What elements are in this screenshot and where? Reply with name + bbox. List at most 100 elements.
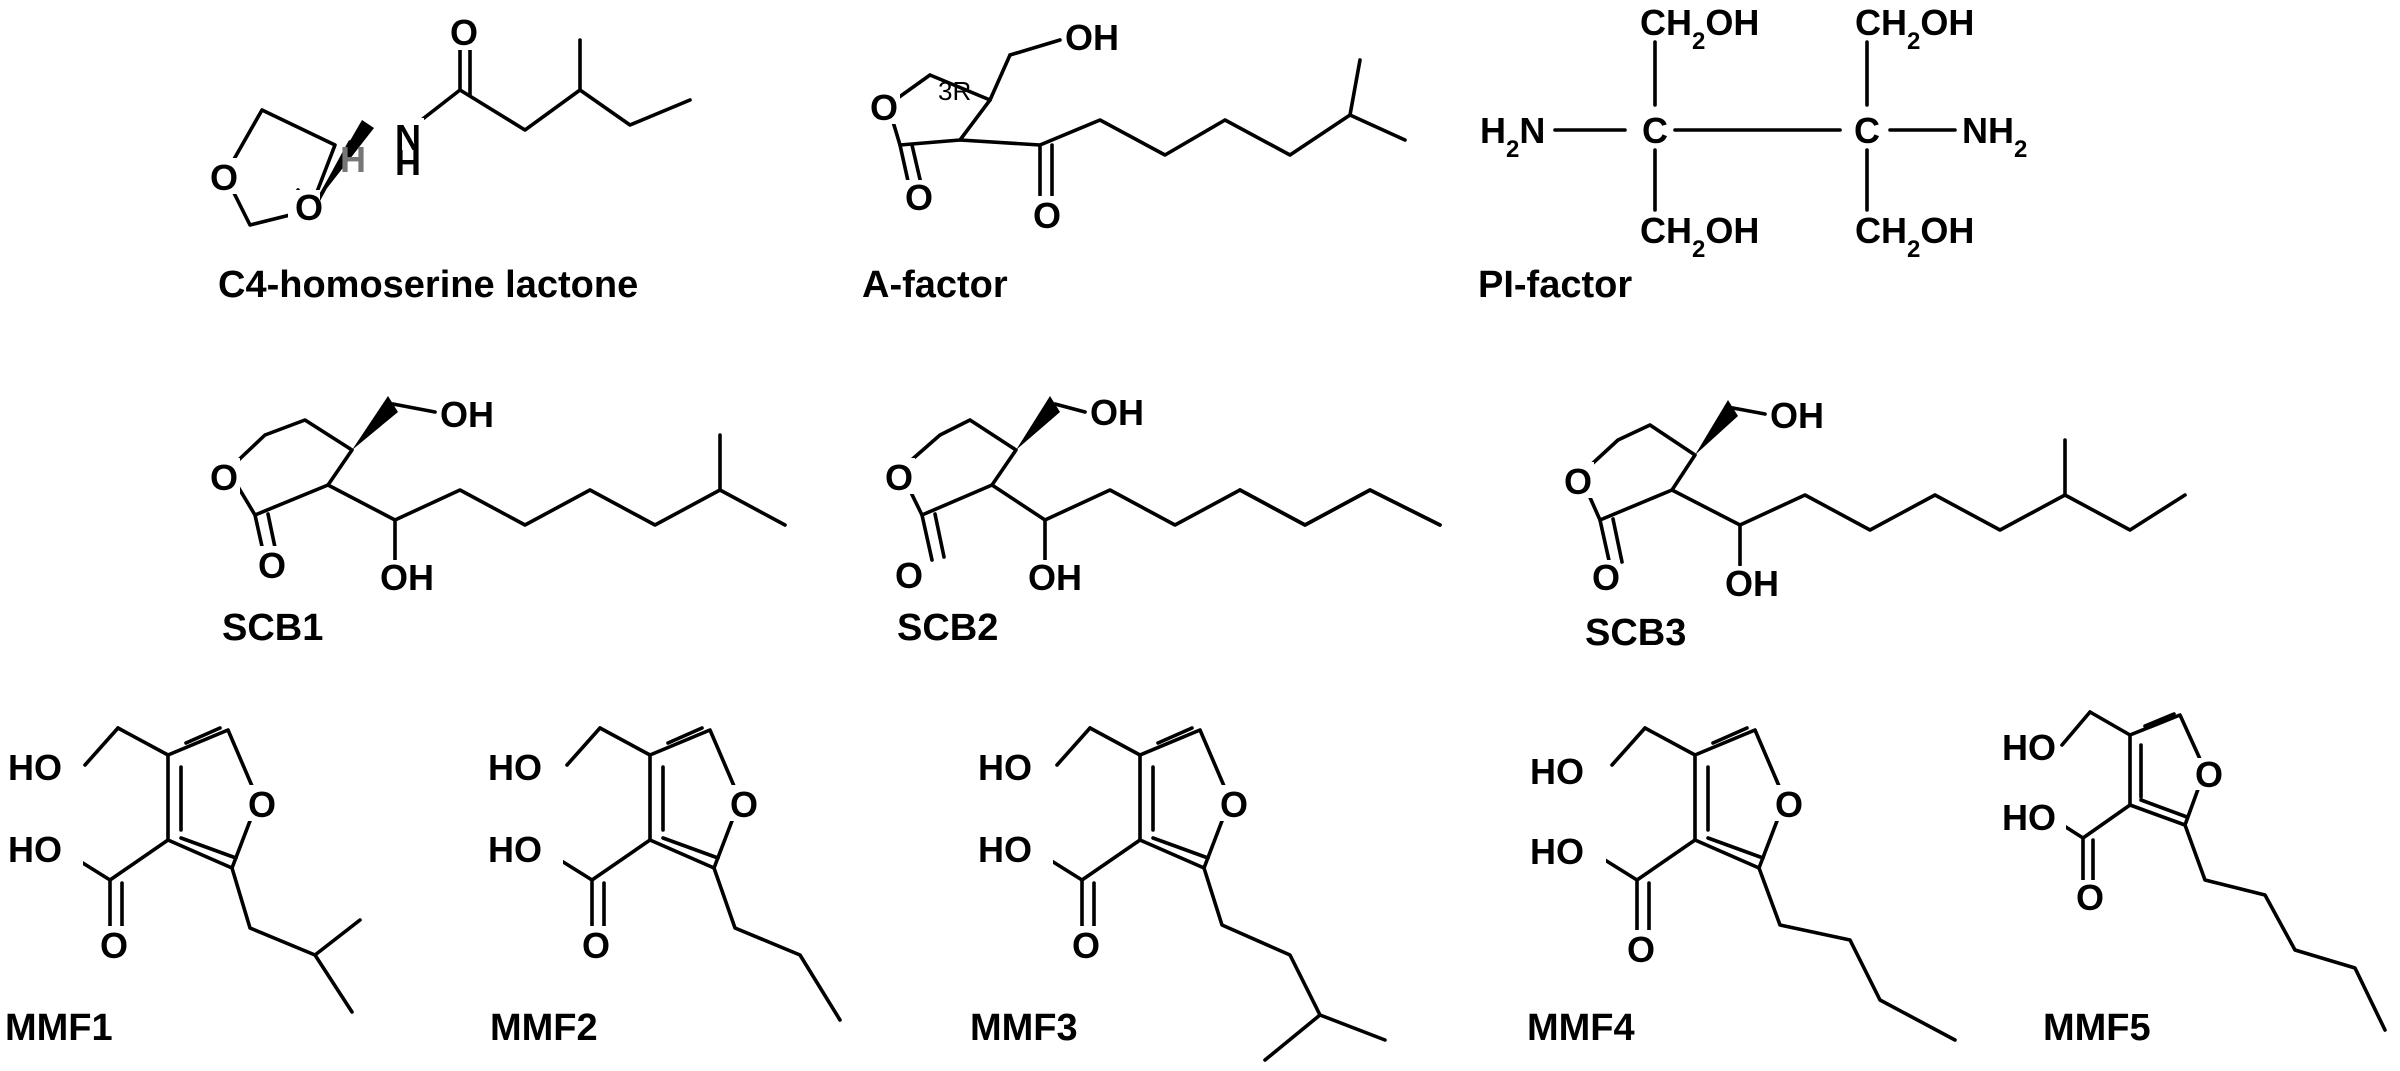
carboxyl-oh-label: HO xyxy=(2002,797,2056,838)
ch2oh-bond xyxy=(116,726,170,757)
molecule-mmf1: O HO HO O MMF1 xyxy=(5,726,362,1049)
ch2oh-bottom-right: CH2OH xyxy=(1855,210,1974,263)
hydroxyl-label: OH xyxy=(1028,557,1082,598)
caption-mmf3: MMF3 xyxy=(970,1007,1078,1049)
molecule-mmf3: O HO HO O MMF3 xyxy=(970,726,1387,1062)
caption-mmf4: MMF4 xyxy=(1527,1007,1635,1049)
ch2-o-bond xyxy=(1008,38,1062,57)
stereo-wedge xyxy=(352,396,398,450)
ring-double-bond-3 xyxy=(2139,798,2189,819)
butyl-chain xyxy=(1757,866,1957,1042)
ring-double-bond-2 xyxy=(1711,726,1749,745)
ch2oh-bottom-left: CH2OH xyxy=(1640,210,1759,263)
furan-oxygen-label: O xyxy=(730,784,758,825)
carboxyl-c-bond xyxy=(1080,838,1142,882)
furan-oxygen-label: O xyxy=(1775,784,1803,825)
hydroxymethyl-label: OH xyxy=(440,394,494,435)
carboxyl-c-bond xyxy=(108,838,170,882)
molecule-scb3: O O OH OH SCB3 xyxy=(1562,395,2187,654)
ch2oh-bond xyxy=(598,726,652,757)
caption-c4-hsl: C4-homoserine lactone xyxy=(218,264,638,306)
molecule-c4-hsl: O O H N H O C4-homoserine lactone xyxy=(208,12,692,306)
carboxyl-oh-label: HO xyxy=(1530,831,1584,872)
isobutyl-chain xyxy=(230,866,362,957)
right-amine-label: NH2 xyxy=(1962,110,2027,163)
ring-double-bond-3 xyxy=(179,836,238,860)
carbonyl-oxygen-label: O xyxy=(258,545,286,586)
carboxyl-oxygen-label: O xyxy=(2076,877,2104,918)
carboxyl-c-bond xyxy=(1635,838,1697,882)
carboxyl-oh-bond xyxy=(1048,858,1084,882)
ring-oxygen-label: O xyxy=(210,157,238,198)
right-carbon-label: C xyxy=(1854,110,1880,151)
ring-oxygen-label: O xyxy=(1564,461,1592,502)
left-carbon-label: C xyxy=(1642,110,1668,151)
furan-ring xyxy=(648,728,742,870)
ring-double-bond-2 xyxy=(1156,726,1194,745)
carbonyl-bond-2 xyxy=(1611,517,1624,564)
isopentyl-chain xyxy=(1202,866,1387,1042)
side-chain xyxy=(326,483,787,527)
molecule-scb2: O O OH OH SCB2 xyxy=(883,392,1442,649)
hydroxyl-label: OH xyxy=(1065,17,1119,58)
carboxyl-oh-bond xyxy=(1603,858,1639,882)
furan-ring xyxy=(1693,728,1787,870)
stereo-3r-label: 3R xyxy=(938,76,971,106)
caption-mmf5: MMF5 xyxy=(2043,1007,2151,1049)
molecule-mmf2: O HO HO O MMF2 xyxy=(485,726,842,1049)
lactone-ring xyxy=(226,418,354,517)
hydroxyl-label: OH xyxy=(380,557,434,598)
ring-oxygen-label: O xyxy=(870,87,898,128)
hydroxyl-label: OH xyxy=(1725,563,1779,604)
left-amine-label: H2N xyxy=(1480,110,1545,163)
stereo-hydrogen-label: H xyxy=(340,139,366,180)
ch2oh-bond xyxy=(1088,726,1142,757)
acyl-chain xyxy=(958,58,1362,157)
carboxyl-oxygen-label: O xyxy=(582,925,610,966)
ch2-o-bond xyxy=(1055,726,1092,767)
furan-ring xyxy=(166,728,260,870)
terminal-methyl xyxy=(1348,113,1407,142)
lactone-ring xyxy=(1578,423,1697,522)
molecule-mmf4: O HO HO O MMF4 xyxy=(1527,726,1957,1049)
stereo-wedge xyxy=(1016,396,1060,450)
carboxyl-oxygen-label: O xyxy=(1072,925,1100,966)
hydroxymethyl-label: HO xyxy=(8,747,62,788)
carboxyl-c-bond xyxy=(2081,803,2132,840)
ch2oh-bond xyxy=(1643,726,1697,757)
carbonyl-oxygen-label: O xyxy=(895,555,923,596)
molecule-scb1: O O OH OH SCB1 xyxy=(208,394,787,649)
carboxyl-oh-label: HO xyxy=(488,829,542,870)
ring-oxygen-label: O xyxy=(885,457,913,498)
ring-double-bond-3 xyxy=(1706,836,1765,860)
hydroxymethyl-label: OH xyxy=(1770,395,1824,436)
carboxyl-oxygen-label: O xyxy=(1627,929,1655,970)
ch2-o-bond xyxy=(391,402,437,414)
furan-oxygen-label: O xyxy=(2195,754,2223,795)
caption-pi-factor: PI-factor xyxy=(1478,264,1632,306)
carboxyl-c-bond xyxy=(590,838,652,882)
hydroxymethyl-label: HO xyxy=(1530,751,1584,792)
hydroxymethyl-label: HO xyxy=(2002,727,2056,768)
hydroxymethyl-label: HO xyxy=(978,747,1032,788)
ch2oh-top-left: CH2OH xyxy=(1640,2,1759,55)
amide-hydrogen-label: H xyxy=(395,142,421,183)
pentyl-chain xyxy=(2183,823,2387,1032)
carboxyl-oh-label: HO xyxy=(8,829,62,870)
caption-scb3: SCB3 xyxy=(1585,612,1686,654)
propyl-chain xyxy=(712,866,842,1022)
ketone-oxygen-label: O xyxy=(1033,195,1061,236)
carboxyl-oxygen-label: O xyxy=(100,925,128,966)
carboxyl-oh-label: HO xyxy=(978,829,1032,870)
caption-scb2: SCB2 xyxy=(897,607,998,649)
carboxyl-oh-bond xyxy=(558,858,594,882)
hydroxymethyl-label: OH xyxy=(1090,392,1144,433)
caption-scb1: SCB1 xyxy=(222,607,323,649)
ring-double-bond-3 xyxy=(1151,836,1210,860)
amide-nitrogen-label: N xyxy=(395,117,421,158)
ring-double-bond-2 xyxy=(184,726,222,745)
carbonyl-bond xyxy=(920,513,934,562)
molecule-mmf5: O HO HO O MMF5 xyxy=(2000,710,2387,1049)
carbonyl-bond-2 xyxy=(933,512,946,559)
ring-double-bond-2 xyxy=(2143,712,2176,728)
